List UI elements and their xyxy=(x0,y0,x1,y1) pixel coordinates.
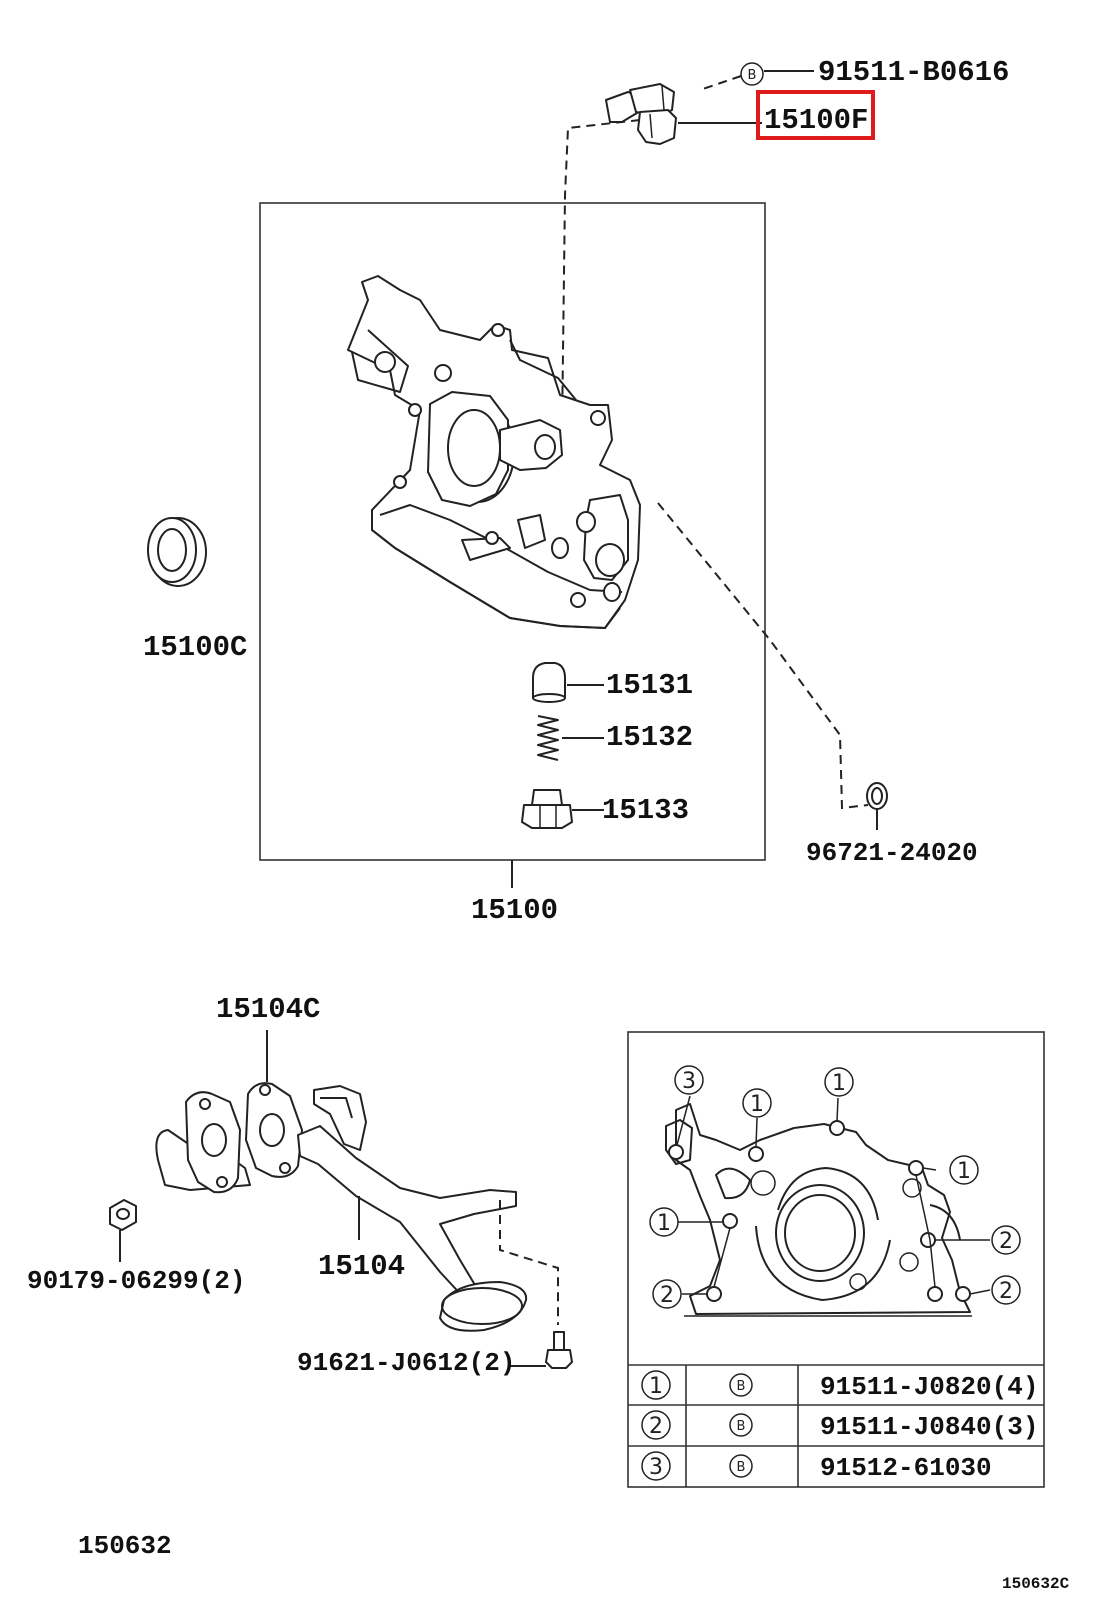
b-symbol: B xyxy=(748,68,757,83)
bolt-b-marker: B xyxy=(740,62,764,86)
label-oil-seal[interactable]: 15100C xyxy=(143,631,247,664)
sensor-illustration[interactable] xyxy=(605,83,677,145)
label-strainer[interactable]: 15104 xyxy=(318,1250,405,1283)
label-sensor[interactable]: 15100F xyxy=(764,104,868,137)
sensor-highlight-box xyxy=(756,90,875,140)
svg-text:2: 2 xyxy=(999,1279,1013,1304)
oil-seal-illustration[interactable] xyxy=(147,517,207,587)
svg-text:91511-J0840(3): 91511-J0840(3) xyxy=(820,1412,1038,1442)
inset-callout-2b[interactable]: 2 xyxy=(652,1279,682,1309)
inset-callout-lines xyxy=(676,1095,991,1295)
svg-text:1: 1 xyxy=(649,1374,663,1399)
label-strainer-gasket[interactable]: 15104C xyxy=(216,993,320,1026)
svg-text:91512-61030: 91512-61030 xyxy=(820,1453,992,1483)
svg-text:B: B xyxy=(737,1419,746,1434)
svg-text:3: 3 xyxy=(649,1455,663,1480)
spring-illustration[interactable] xyxy=(537,715,559,761)
svg-text:1: 1 xyxy=(750,1092,764,1117)
svg-text:B: B xyxy=(737,1379,746,1394)
bolt-table: 1 B 91511-J0820(4) 2 B 91511-J0840(3) 3 … xyxy=(628,1364,1044,1487)
svg-text:91511-J0820(4): 91511-J0820(4) xyxy=(820,1372,1038,1402)
label-pump-assy[interactable]: 15100 xyxy=(471,894,558,927)
svg-text:1: 1 xyxy=(832,1071,846,1096)
label-bolt-top[interactable]: 91511-B0616 xyxy=(818,56,1009,89)
relief-valve-illustration[interactable] xyxy=(532,662,566,703)
leader-bolt-dash xyxy=(699,75,742,91)
oil-pump-illustration[interactable] xyxy=(347,275,641,629)
inset-callout-1c[interactable]: 1 xyxy=(949,1155,979,1185)
label-nut[interactable]: 90179-06299(2) xyxy=(27,1266,245,1296)
label-plug[interactable]: 15133 xyxy=(602,794,689,827)
bolt-table-row[interactable]: 2 B 91511-J0840(3) xyxy=(641,1410,1038,1442)
inset-callout-2a[interactable]: 2 xyxy=(991,1225,1021,1255)
inset-callout-2c[interactable]: 2 xyxy=(991,1275,1021,1305)
bolt-strainer-illustration[interactable] xyxy=(545,1331,573,1369)
inset-callout-1b[interactable]: 1 xyxy=(824,1067,854,1097)
bolt-position-inset xyxy=(627,1031,1045,1488)
svg-text:1: 1 xyxy=(957,1159,971,1184)
bolt-table-row[interactable]: 3 B 91512-61030 xyxy=(641,1451,992,1483)
svg-text:B: B xyxy=(737,1460,746,1475)
svg-text:1: 1 xyxy=(657,1211,671,1236)
plug-illustration[interactable] xyxy=(521,789,573,829)
label-spring[interactable]: 15132 xyxy=(606,721,693,754)
label-bolt-strainer[interactable]: 91621-J0612(2) xyxy=(297,1348,515,1378)
inset-cover-illustration[interactable] xyxy=(665,1103,972,1317)
label-gasket-ring[interactable]: 96721-24020 xyxy=(806,838,978,868)
leader-gasket-dash xyxy=(657,502,869,810)
diagram-number-small: 150632C xyxy=(1002,1575,1070,1593)
strainer-illustration[interactable] xyxy=(155,1082,528,1332)
leader-bolt-strainer-dash xyxy=(499,1200,559,1325)
svg-text:2: 2 xyxy=(660,1283,674,1308)
inset-callout-1d[interactable]: 1 xyxy=(649,1207,679,1237)
leader-sensor-dash xyxy=(561,119,641,431)
label-relief-valve[interactable]: 15131 xyxy=(606,669,693,702)
diagram-number: 150632 xyxy=(78,1531,172,1561)
bolt-table-row[interactable]: 1 B 91511-J0820(4) xyxy=(641,1370,1038,1402)
inset-callout-1a[interactable]: 1 xyxy=(742,1088,772,1118)
gasket-ring-illustration[interactable] xyxy=(866,782,888,810)
nut-illustration[interactable] xyxy=(109,1199,137,1231)
svg-text:2: 2 xyxy=(649,1414,663,1439)
svg-text:3: 3 xyxy=(682,1069,696,1094)
inset-callout-3[interactable]: 3 xyxy=(674,1065,704,1095)
svg-text:2: 2 xyxy=(999,1229,1013,1254)
